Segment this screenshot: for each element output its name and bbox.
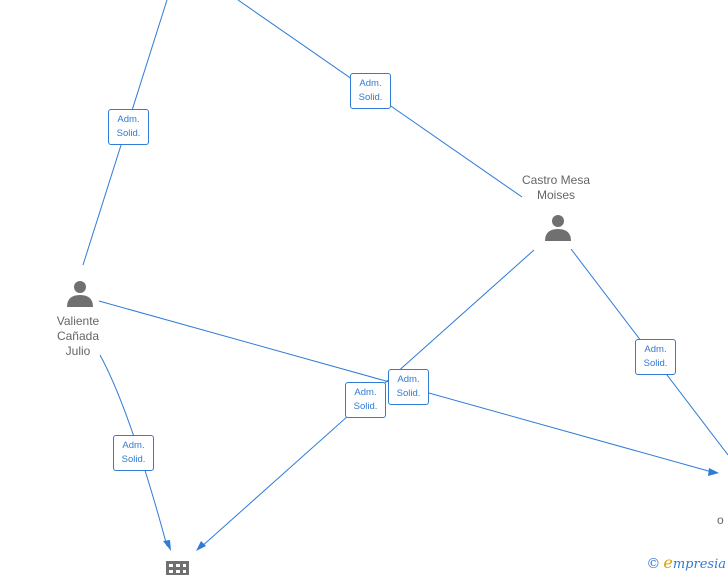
edge-valiente-to-bottom [99,354,168,547]
edge-label-line: Solid. [396,388,421,399]
edge-label-line: Solid. [116,128,141,139]
brand-name: mpresia [672,557,726,572]
brand-initial: e [663,553,673,572]
edge-label-line: Solid. [643,358,668,369]
person-name-line: Julio [65,344,91,358]
edge-label-role[interactable]: Adm. Solid. [388,369,429,405]
edge-label-line: Adm. [644,344,667,355]
edge-label-role[interactable]: Adm. Solid. [113,435,154,471]
watermark: ©empresia [646,553,726,572]
person-icon[interactable] [67,281,93,307]
edge-label-line: Solid. [358,92,383,103]
person-name-line: Moises [536,188,575,202]
arrowhead-bottom-left [163,540,171,551]
edge-label-role[interactable]: Adm. Solid. [350,73,391,109]
arrowhead-right [708,468,719,476]
copyright-symbol: © [646,556,661,572]
edge-label-role[interactable]: Adm. Solid. [345,382,386,418]
building-icon[interactable] [166,561,189,575]
person-icon[interactable] [545,215,571,241]
person-name-line: Cañada [56,329,100,343]
offscreen-node-label: o [717,513,724,527]
person-name-line: Valiente [56,314,100,328]
edge-label-line: Adm. [354,387,377,398]
edge-label-line: Adm. [359,78,382,89]
edge-label-line: Solid. [353,401,378,412]
edge-label-line: Adm. [122,440,145,451]
person-label-valiente[interactable]: Valiente Cañada Julio [23,314,133,359]
edge-label-role[interactable]: Adm. Solid. [108,109,149,145]
person-label-castro[interactable]: Castro Mesa Moises [501,173,611,203]
edge-label-line: Adm. [117,114,140,125]
person-name-line: Castro Mesa [521,173,591,187]
edge-label-role[interactable]: Adm. Solid. [635,339,676,375]
arrowhead-bottom-right [196,541,206,551]
edge-label-line: Adm. [397,374,420,385]
edge-label-line: Solid. [121,454,146,465]
